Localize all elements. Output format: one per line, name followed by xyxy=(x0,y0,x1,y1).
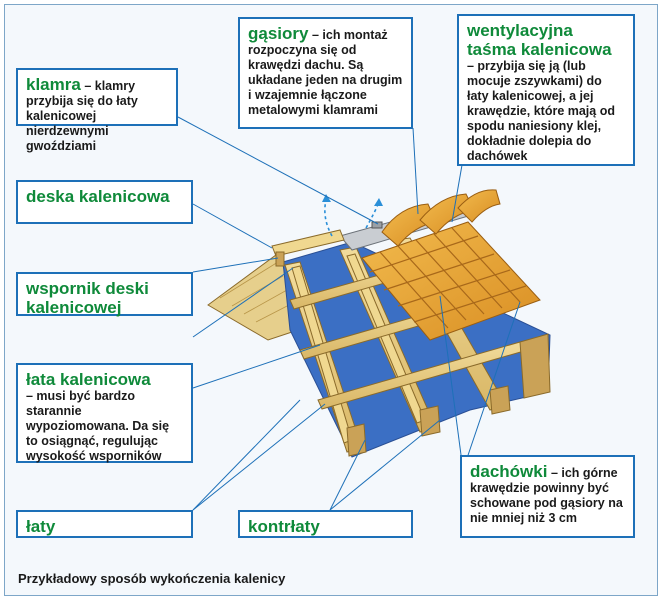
term-deska: deska kalenicowa xyxy=(26,187,170,206)
label-gasiory: gąsiory – ich montaż rozpoczyna się od k… xyxy=(238,17,413,129)
label-wentylacyjna-tasma: wentylacyjna taśma kalenicowa – przybija… xyxy=(457,14,635,166)
term-klamra: klamra xyxy=(26,75,81,94)
desc-dachowki: – ich górne krawędzie powinny być schowa… xyxy=(470,466,623,525)
ridge-board xyxy=(271,229,345,257)
ridge-board-support xyxy=(275,251,285,267)
term-lata: łata kalenicowa xyxy=(26,370,151,389)
label-dachowki: dachówki – ich górne krawędzie powinny b… xyxy=(460,455,635,538)
term-kontrlaty: kontrłaty xyxy=(248,517,320,536)
term-dachowki: dachówki xyxy=(470,462,548,481)
label-deska-kalenicowa: deska kalenicowa xyxy=(16,180,193,224)
figure-caption: Przykładowy sposób wykończenia kalenicy xyxy=(18,571,286,586)
term-laty: łaty xyxy=(26,517,56,536)
ridge-tiles xyxy=(381,189,501,247)
label-wspornik: wspornik deski kalenicowej xyxy=(16,272,193,317)
term-wspornik: wspornik deski kalenicowej xyxy=(26,279,149,317)
label-kontrlaty: kontrłaty xyxy=(238,510,413,538)
leader-lines xyxy=(177,116,521,511)
term-gasiory: gąsiory xyxy=(248,24,309,43)
term-tasma: wentylacyjna taśma kalenicowa xyxy=(467,21,612,59)
label-klamra: klamra – klamry przybija się do łaty kal… xyxy=(16,68,178,153)
ridge-clamp xyxy=(371,221,383,229)
label-lata-kalenicowa: łata kalenicowa – musi być bardzo staran… xyxy=(16,363,193,463)
desc-gasiory: – ich montaż rozpoczyna się od krawędzi … xyxy=(248,28,403,117)
label-laty: łaty xyxy=(16,510,193,538)
roof-tiles xyxy=(361,221,541,341)
desc-klamra: – klamry przybija się do łaty kalenicowe… xyxy=(26,79,138,153)
desc-tasma: – przybija się ją (lub mocuje zszywkami)… xyxy=(467,59,615,163)
desc-lata: – musi być bardzo starannie wypoziomowan… xyxy=(26,389,170,463)
